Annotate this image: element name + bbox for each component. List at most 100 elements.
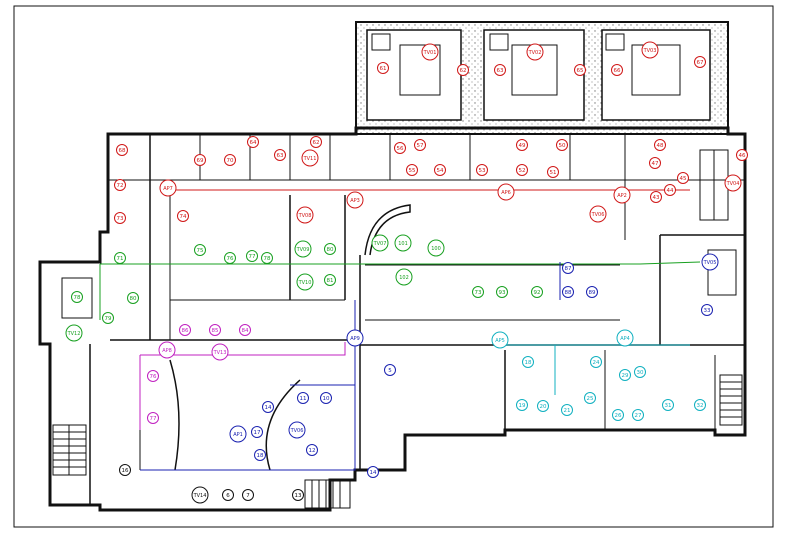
- device-marker[interactable]: TV10: [296, 273, 314, 291]
- device-marker[interactable]: TV04: [724, 174, 742, 192]
- device-marker[interactable]: 89: [586, 286, 598, 298]
- device-marker[interactable]: 92: [531, 286, 543, 298]
- device-marker[interactable]: 68: [116, 144, 128, 156]
- device-marker[interactable]: 88: [562, 286, 574, 298]
- device-marker[interactable]: 63: [274, 149, 286, 161]
- device-marker[interactable]: 19: [516, 399, 528, 411]
- device-marker[interactable]: 78: [71, 291, 83, 303]
- device-marker[interactable]: TV09: [294, 240, 312, 258]
- device-marker[interactable]: TV11: [301, 149, 319, 167]
- device-marker[interactable]: 16: [119, 464, 131, 476]
- device-marker[interactable]: 73: [114, 212, 126, 224]
- device-marker[interactable]: 76: [224, 252, 236, 264]
- device-marker[interactable]: TV03: [641, 41, 659, 59]
- device-marker[interactable]: 52: [516, 164, 528, 176]
- device-marker[interactable]: 74: [177, 210, 189, 222]
- device-marker[interactable]: 43: [650, 191, 662, 203]
- device-marker[interactable]: 61: [377, 62, 389, 74]
- device-marker[interactable]: 80: [324, 243, 336, 255]
- device-marker[interactable]: AP2: [613, 186, 631, 204]
- device-marker[interactable]: 81: [324, 274, 336, 286]
- device-marker[interactable]: AP7: [159, 179, 177, 197]
- device-marker[interactable]: 20: [537, 400, 549, 412]
- device-marker[interactable]: TV06: [288, 421, 306, 439]
- device-marker[interactable]: 25: [584, 392, 596, 404]
- device-marker[interactable]: 48: [654, 139, 666, 151]
- device-marker[interactable]: 80: [127, 292, 139, 304]
- device-marker[interactable]: 46: [736, 149, 748, 161]
- device-marker[interactable]: TV13: [211, 343, 229, 361]
- device-marker[interactable]: 50: [556, 139, 568, 151]
- device-marker[interactable]: 71: [114, 252, 126, 264]
- device-marker[interactable]: 63: [494, 64, 506, 76]
- device-marker[interactable]: 18: [522, 356, 534, 368]
- device-marker[interactable]: 31: [662, 399, 674, 411]
- device-marker[interactable]: 17: [251, 426, 263, 438]
- device-marker[interactable]: 85: [209, 324, 221, 336]
- device-marker[interactable]: 33: [701, 304, 713, 316]
- device-marker[interactable]: 29: [619, 369, 631, 381]
- device-marker[interactable]: 30: [634, 366, 646, 378]
- device-marker[interactable]: TV05: [701, 253, 719, 271]
- device-marker[interactable]: 101: [394, 234, 412, 252]
- device-marker[interactable]: 53: [476, 164, 488, 176]
- device-marker[interactable]: 44: [664, 184, 676, 196]
- device-marker[interactable]: 45: [677, 172, 689, 184]
- device-marker[interactable]: 102: [395, 268, 413, 286]
- device-marker[interactable]: 76: [147, 370, 159, 382]
- device-marker[interactable]: 65: [574, 64, 586, 76]
- device-marker[interactable]: 56: [394, 142, 406, 154]
- device-marker[interactable]: 57: [414, 139, 426, 151]
- device-marker[interactable]: AP1: [229, 425, 247, 443]
- device-marker[interactable]: 73: [472, 286, 484, 298]
- device-marker[interactable]: TV12: [65, 324, 83, 342]
- device-marker[interactable]: 26: [612, 409, 624, 421]
- device-marker[interactable]: 6: [222, 489, 234, 501]
- device-marker[interactable]: TV07: [371, 234, 389, 252]
- device-marker[interactable]: TV01: [421, 43, 439, 61]
- device-marker[interactable]: AP6: [497, 183, 515, 201]
- device-marker[interactable]: 84: [239, 324, 251, 336]
- device-marker[interactable]: 62: [310, 136, 322, 148]
- device-marker[interactable]: 55: [406, 164, 418, 176]
- device-marker[interactable]: 62: [457, 64, 469, 76]
- device-marker[interactable]: AP5: [491, 331, 509, 349]
- device-marker[interactable]: 12: [306, 444, 318, 456]
- device-marker[interactable]: 47: [649, 157, 661, 169]
- device-marker[interactable]: 24: [590, 356, 602, 368]
- device-marker[interactable]: TV06: [589, 205, 607, 223]
- device-marker[interactable]: 72: [114, 179, 126, 191]
- device-marker[interactable]: 10: [320, 392, 332, 404]
- device-marker[interactable]: 87: [562, 262, 574, 274]
- device-marker[interactable]: TV08: [296, 206, 314, 224]
- device-marker[interactable]: 11: [297, 392, 309, 404]
- device-marker[interactable]: 54: [434, 164, 446, 176]
- device-marker[interactable]: AP8: [158, 341, 176, 359]
- device-marker[interactable]: 67: [694, 56, 706, 68]
- device-marker[interactable]: 77: [246, 250, 258, 262]
- device-marker[interactable]: 21: [561, 404, 573, 416]
- device-marker[interactable]: 14: [367, 466, 379, 478]
- device-marker[interactable]: 93: [496, 286, 508, 298]
- device-marker[interactable]: AP4: [616, 329, 634, 347]
- device-marker[interactable]: 69: [194, 154, 206, 166]
- device-marker[interactable]: 7: [242, 489, 254, 501]
- device-marker[interactable]: 64: [247, 136, 259, 148]
- device-marker[interactable]: 32: [694, 399, 706, 411]
- device-marker[interactable]: 5: [384, 364, 396, 376]
- device-marker[interactable]: 18: [254, 449, 266, 461]
- device-marker[interactable]: 79: [102, 312, 114, 324]
- device-marker[interactable]: 100: [427, 239, 445, 257]
- device-marker[interactable]: TV02: [526, 43, 544, 61]
- device-marker[interactable]: 14: [262, 401, 274, 413]
- device-marker[interactable]: 86: [179, 324, 191, 336]
- device-marker[interactable]: 75: [194, 244, 206, 256]
- device-marker[interactable]: 66: [611, 64, 623, 76]
- device-marker[interactable]: AP9: [346, 329, 364, 347]
- device-marker[interactable]: 77: [147, 412, 159, 424]
- device-marker[interactable]: 78: [261, 252, 273, 264]
- device-marker[interactable]: TV14: [191, 486, 209, 504]
- device-marker[interactable]: AP3: [346, 191, 364, 209]
- device-marker[interactable]: 51: [547, 166, 559, 178]
- device-marker[interactable]: 70: [224, 154, 236, 166]
